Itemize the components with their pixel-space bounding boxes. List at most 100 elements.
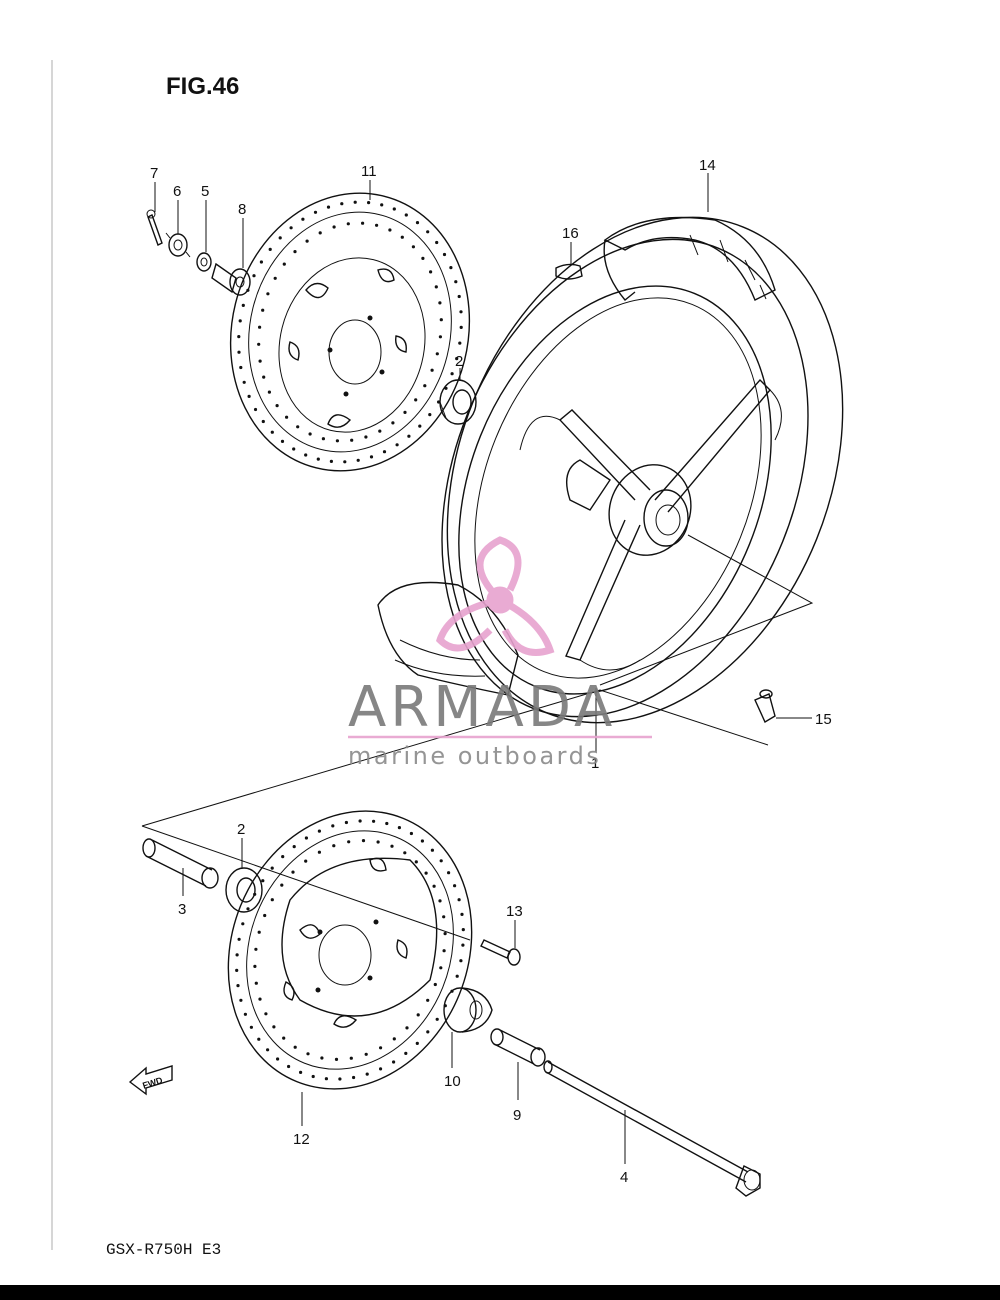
disc-perforation xyxy=(237,335,241,339)
disc-perforation xyxy=(426,230,430,234)
disc-perforation xyxy=(263,913,267,918)
disc-perforation xyxy=(254,981,258,985)
bearing-upper xyxy=(439,379,477,425)
disc-perforation xyxy=(350,438,354,442)
disc-perforation xyxy=(278,236,282,240)
disc-perforation xyxy=(361,839,366,843)
disc-perforation xyxy=(423,384,427,388)
disc-perforation xyxy=(426,998,430,1002)
disc-perforation xyxy=(242,380,246,384)
disc-perforation xyxy=(426,1030,430,1034)
disc-perforation xyxy=(246,907,250,911)
disc-perforation xyxy=(267,390,271,394)
disc-perforation xyxy=(316,457,320,461)
watermark-name: ARMADA xyxy=(348,675,616,740)
disc-perforation xyxy=(416,1013,420,1017)
callout-5: 5 xyxy=(201,183,209,200)
disc-perforation xyxy=(287,1064,291,1069)
disc-perforation xyxy=(344,820,348,825)
disc-perforation xyxy=(390,844,394,848)
disc-perforation xyxy=(257,342,261,346)
disc-perforation xyxy=(275,404,279,408)
disc-perforation xyxy=(296,425,300,429)
disc-perforation xyxy=(364,1052,368,1056)
disc-perforation xyxy=(438,301,442,305)
disc-perforation xyxy=(311,1074,315,1079)
disc-perforation xyxy=(270,430,274,434)
tire-valve xyxy=(754,689,776,724)
disc-perforation xyxy=(273,276,277,280)
disc-perforation xyxy=(430,848,434,852)
axis-line-upper xyxy=(599,534,814,686)
disc-perforation xyxy=(332,844,336,848)
propeller-logo-icon xyxy=(435,536,555,656)
disc-perforation xyxy=(235,968,239,973)
disc-bolt xyxy=(480,939,521,966)
callout-15: 15 xyxy=(815,711,832,728)
disc-perforation xyxy=(239,998,243,1002)
front-axle xyxy=(543,1060,761,1197)
disc-perforation xyxy=(438,899,442,903)
disc-perforation xyxy=(409,831,413,836)
disc-perforation xyxy=(331,824,335,828)
disc-perforation xyxy=(253,964,257,969)
disc-perforation xyxy=(266,1048,270,1052)
disc-perforation xyxy=(282,1036,286,1040)
disc-perforation xyxy=(404,1051,408,1055)
disc-perforation xyxy=(364,435,368,439)
disc-perforation xyxy=(253,407,258,412)
disc-perforation xyxy=(367,201,371,205)
disc-perforation xyxy=(249,1025,253,1029)
disc-perforation xyxy=(353,200,357,204)
watermark-logo: ARMADA marine outboards xyxy=(348,536,652,770)
fwd-arrow: FWD xyxy=(128,1065,173,1096)
disc-perforation xyxy=(458,341,462,345)
disc-perforation xyxy=(280,439,285,443)
disc-perforation xyxy=(268,247,272,251)
callouts: 7 6 5 8 11 2 14 16 15 1 2 3 13 10 9 12 4 xyxy=(150,157,832,1186)
disc-perforation xyxy=(239,365,243,370)
disc-perforation xyxy=(349,1056,353,1060)
callout-16: 16 xyxy=(562,225,579,242)
disc-perforation xyxy=(365,1072,369,1076)
spacer-9 xyxy=(490,1028,546,1067)
disc-perforation xyxy=(292,447,296,451)
disc-perforation xyxy=(258,997,262,1001)
callout-6: 6 xyxy=(173,183,181,200)
disc-perforation xyxy=(326,205,331,209)
castle-nut xyxy=(165,232,191,258)
callout-8: 8 xyxy=(238,201,246,218)
disc-perforation xyxy=(243,1012,247,1016)
disc-perforation xyxy=(338,1077,342,1081)
disc-perforation xyxy=(443,932,447,936)
disc-perforation xyxy=(457,294,461,299)
collar xyxy=(443,987,493,1033)
disc-perforation xyxy=(415,221,420,225)
callout-2-upper: 2 xyxy=(455,353,463,370)
disc-perforation xyxy=(308,432,312,436)
disc-perforation xyxy=(304,453,308,457)
disc-perforation xyxy=(403,851,407,855)
disc-perforation xyxy=(428,413,432,417)
disc-perforation xyxy=(285,415,289,419)
disc-perforation xyxy=(258,359,262,363)
disc-perforation xyxy=(455,974,459,978)
disc-perforation xyxy=(343,460,347,464)
disc-perforation xyxy=(459,325,463,329)
disc-perforation xyxy=(450,372,454,376)
disc-perforation xyxy=(439,859,443,863)
disc-perforation xyxy=(461,928,465,932)
disc-perforation xyxy=(254,947,258,951)
callout-12: 12 xyxy=(293,1131,310,1148)
disc-perforation xyxy=(392,207,396,211)
disc-perforation xyxy=(369,455,374,459)
disc-perforation xyxy=(313,210,318,214)
disc-perforation xyxy=(281,855,285,859)
disc-perforation xyxy=(453,884,457,888)
disc-perforation xyxy=(459,310,463,314)
disc-perforation xyxy=(280,883,284,887)
disc-perforation xyxy=(385,821,389,826)
callout-9: 9 xyxy=(513,1107,521,1124)
disc-perforation xyxy=(304,836,308,840)
disc-perforation xyxy=(335,439,339,443)
